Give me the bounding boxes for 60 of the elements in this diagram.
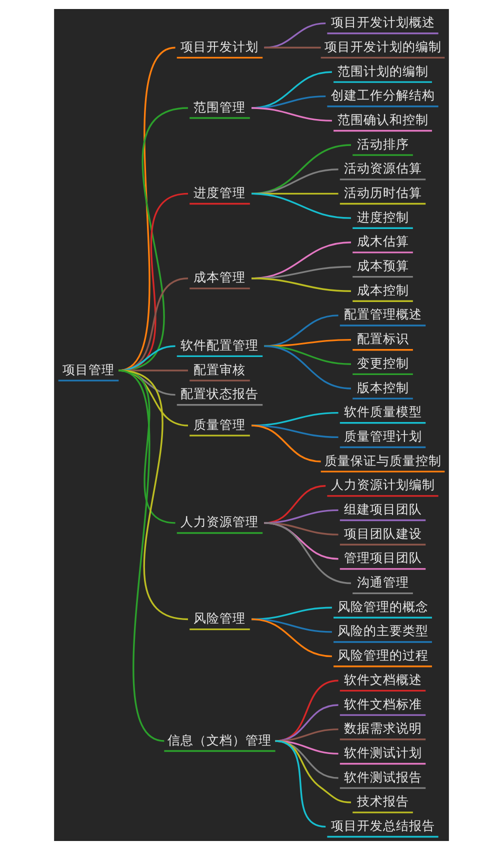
node-text: 项目管理 <box>62 361 114 376</box>
node-text: 数据需求说明 <box>343 720 422 736</box>
connector <box>264 46 320 48</box>
node-text: 范围确认和控制 <box>336 111 428 126</box>
connector <box>274 740 326 828</box>
node-text: 活动排序 <box>356 136 408 151</box>
node-text: 风险的主要类型 <box>336 622 428 638</box>
node-text: 成木估算 <box>356 233 408 248</box>
node-text: 信息（文档）管理 <box>167 732 272 747</box>
node-text: 软件文档标准 <box>343 696 422 711</box>
node-text: 管理项目团队 <box>343 550 422 565</box>
node-text: 项目团队建设 <box>343 525 422 540</box>
node-text: 配置管理概述 <box>343 306 422 322</box>
node-text: 沟通管理 <box>356 574 408 590</box>
node-text: 风险管理 <box>193 610 246 626</box>
connector <box>264 314 338 346</box>
node-text: 范围计划的编制 <box>336 62 428 78</box>
node-text: 项目开发总结报告 <box>330 817 434 832</box>
node-text: 活动历时估算 <box>343 184 422 200</box>
node-text: 变更控制 <box>356 354 408 370</box>
connector <box>264 22 326 48</box>
node-text: 质量保证与质量控制 <box>324 452 441 468</box>
node-text: 风险管理的概念 <box>336 598 428 614</box>
node-text: 创建工作分解结构 <box>330 87 434 102</box>
node-text: 质量管理计划 <box>343 428 422 443</box>
node-text: 成本控制 <box>356 282 408 297</box>
node-text: 进度控制 <box>356 208 408 224</box>
connector <box>264 522 351 584</box>
node-text: 质量管理 <box>193 416 246 432</box>
node-text: 项目开发计划 <box>180 38 258 54</box>
node-text: 成本管理 <box>193 269 246 284</box>
node-text: 组建项目团队 <box>343 500 422 516</box>
node-text: 软件测试报告 <box>343 768 422 784</box>
connector <box>118 369 164 742</box>
node-text: 配置审核 <box>193 361 246 376</box>
connector <box>250 192 351 218</box>
node-text: 风险管理的过程 <box>336 647 428 662</box>
node-text: 项目开发计划概述 <box>330 14 434 30</box>
node-text: 软件配置管理 <box>180 336 258 352</box>
connector <box>274 740 351 803</box>
node-text: 范围管理 <box>193 98 246 114</box>
node-text: 软件测试计划 <box>343 744 422 760</box>
connector <box>250 106 332 122</box>
node-text: 版本控制 <box>356 379 408 394</box>
node-text: 软件文档概述 <box>343 671 422 686</box>
node-text: 进度管理 <box>193 184 246 200</box>
connector <box>250 424 320 462</box>
node-text: 软件质量模型 <box>343 404 422 419</box>
node-text: 配置状态报告 <box>180 386 258 401</box>
node-text: 人力资源计划编制 <box>330 476 434 492</box>
connector <box>250 618 332 657</box>
node-text: 活动资源估算 <box>343 160 422 176</box>
connector <box>264 338 351 346</box>
node-text: 技术报告 <box>356 793 408 808</box>
connector <box>250 277 351 292</box>
node-text: 人力资源管理 <box>180 514 258 529</box>
node-text: 配置标识 <box>356 330 408 346</box>
connector <box>264 344 351 389</box>
node-text: 项目开发计划的编制 <box>324 38 441 54</box>
node-text: 成本预算 <box>356 258 408 273</box>
